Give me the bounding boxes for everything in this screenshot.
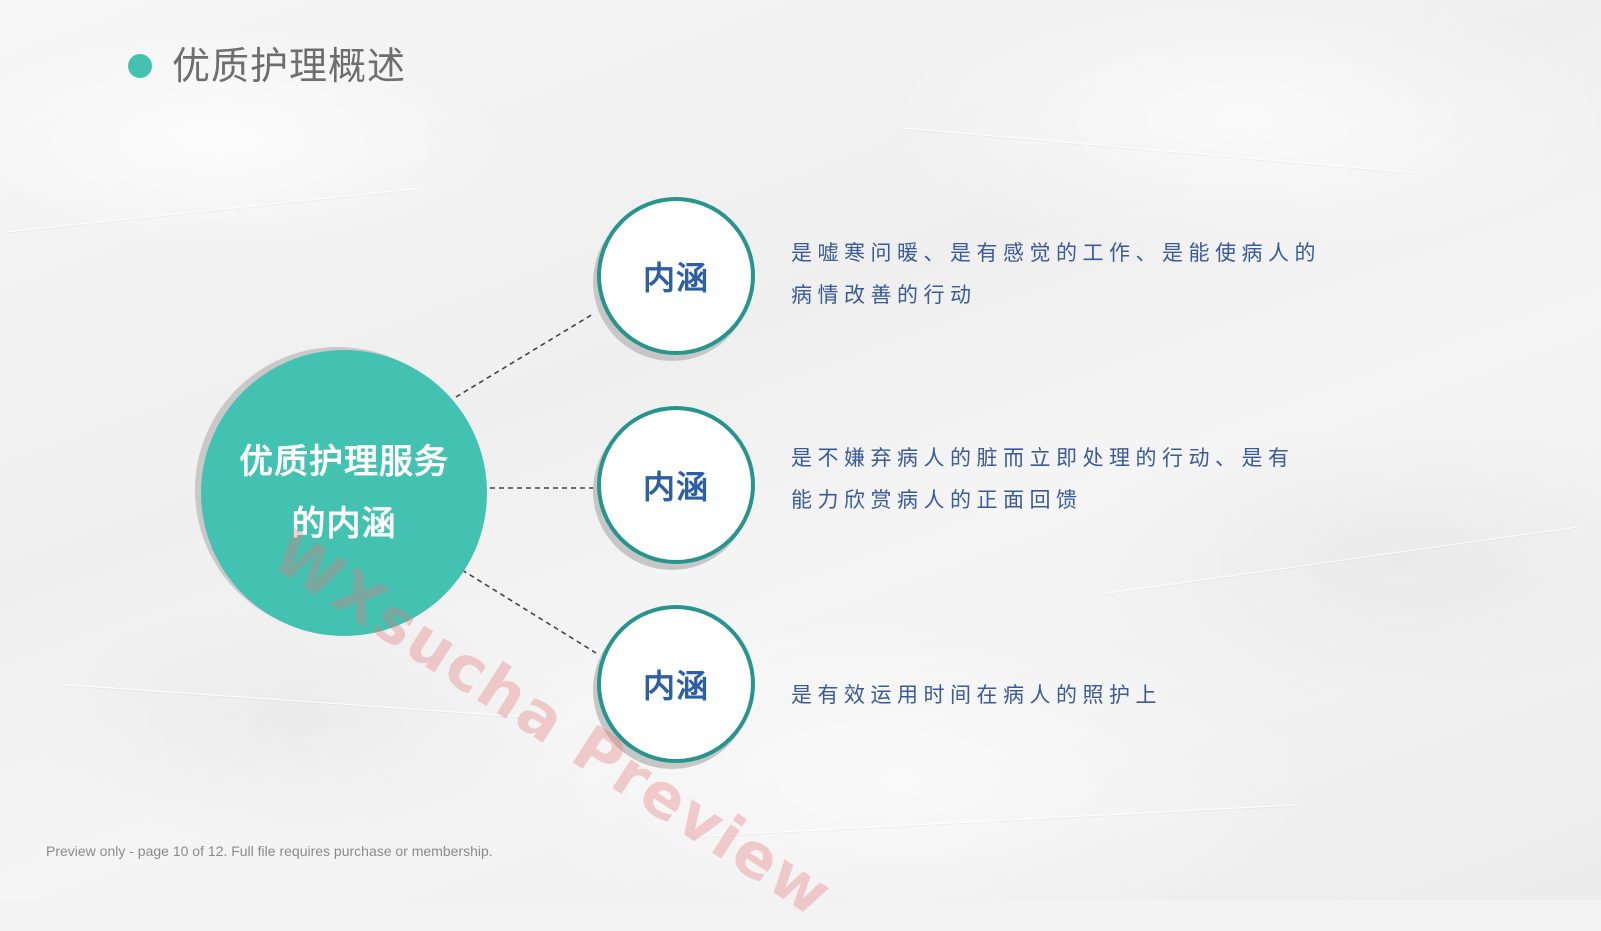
node-2-circle: 内涵 [597,406,755,564]
center-label-line-1: 优质护理服务 [239,442,449,482]
node-3-label: 内涵 [642,667,709,705]
node-2-description: 是不嫌弃病人的脏而立即处理的行动、是有 能力欣赏病人的正面回馈 [791,437,1295,521]
node-3-description-line-1: 是有效运用时间在病人的照护上 [791,683,1162,707]
title-bullet-dot [128,54,152,78]
center-label-line-2: 的内涵 [291,504,397,544]
slide-title: 优质护理概述 [172,44,407,88]
node-3-description: 是有效运用时间在病人的照护上 [791,674,1162,716]
preview-footer-note: Preview only - page 10 of 12. Full file … [46,843,493,859]
node-2-label: 内涵 [642,468,709,506]
node-1-label: 内涵 [642,259,709,297]
node-1-description-line-2: 病情改善的行动 [791,283,977,307]
node-1-description-line-1: 是嘘寒问暖、是有感觉的工作、是能使病人的 [791,241,1321,265]
connector-line-1 [455,313,594,398]
node-1-circle: 内涵 [597,197,755,355]
node-2-description-line-2: 能力欣赏病人的正面回馈 [791,488,1083,512]
center-circle: 优质护理服务 的内涵 [201,350,487,636]
node-1-description: 是嘘寒问暖、是有感觉的工作、是能使病人的 病情改善的行动 [791,232,1321,316]
node-3-circle: 内涵 [597,605,755,763]
node-2-description-line-1: 是不嫌弃病人的脏而立即处理的行动、是有 [791,446,1295,470]
